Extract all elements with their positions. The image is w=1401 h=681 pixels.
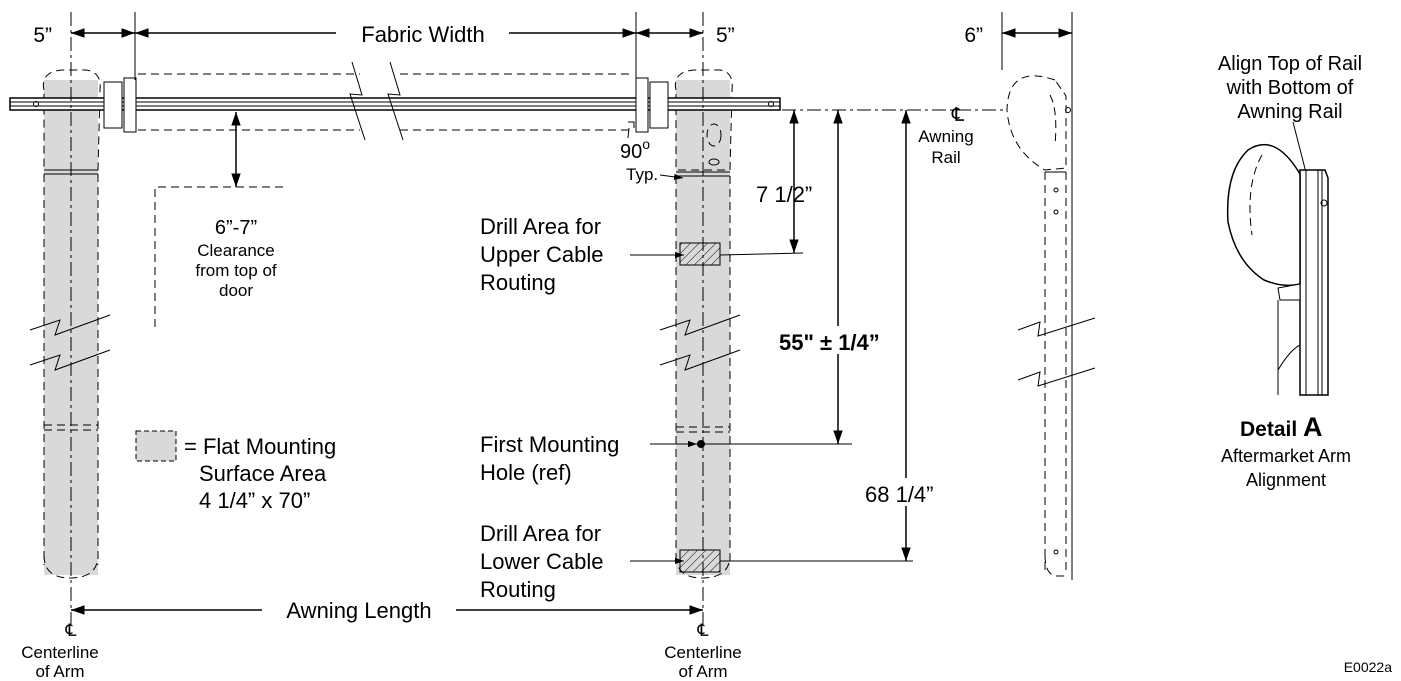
lower-drill-text-1: Drill Area for <box>480 521 601 546</box>
upper-drop-label: 7 1/2” <box>756 182 812 207</box>
clearance-text-1: Clearance <box>197 241 275 260</box>
left-arm <box>29 69 111 579</box>
left-cl-symbol: ℄ <box>65 621 77 640</box>
vertical-dimensions: 7 1/2” 55" ± 1/4” 68 1/4” <box>756 109 1005 561</box>
legend-text-3: 4 1/4” x 70” <box>199 488 310 513</box>
roller-break-right <box>387 61 404 141</box>
side-view: 6” <box>964 12 1096 580</box>
legend-text-2: Surface Area <box>199 461 327 486</box>
legend-swatch <box>135 430 177 462</box>
lower-drill-callout: Drill Area for Lower Cable Routing <box>480 521 913 602</box>
total-height-label: 68 1/4” <box>865 482 934 507</box>
upper-drill-text-3: Routing <box>480 270 556 295</box>
right-centerline-text-1: Centerline <box>664 643 742 662</box>
right-cl-symbol: ℄ <box>697 621 709 640</box>
first-hole-text-1: First Mounting <box>480 432 619 457</box>
door-outline <box>154 186 283 327</box>
side-arm-head <box>1006 75 1067 171</box>
fabric-width-label: Fabric Width <box>361 22 484 47</box>
first-hole-text-2: Hole (ref) <box>480 460 572 485</box>
right-arm <box>659 69 741 579</box>
detail-caption-2: Alignment <box>1246 470 1326 490</box>
first-hole-callout: First Mounting Hole (ref) <box>480 432 852 485</box>
angle-value: 90o <box>620 136 650 163</box>
angle-typ: Typ. <box>626 165 658 184</box>
detail-title: Detail A <box>1240 412 1323 442</box>
upper-drill-text-1: Drill Area for <box>480 214 601 239</box>
detail-arm-head <box>1226 143 1301 287</box>
drawing-id: E0022a <box>1344 659 1392 675</box>
clearance-dimension: 6”-7” Clearance from top of door <box>154 112 283 327</box>
awning-rail-text-1: Awning <box>918 127 973 146</box>
upper-drill-area <box>679 242 721 266</box>
right-centerline-text-2: of Arm <box>678 662 727 681</box>
lower-drill-area <box>679 549 721 573</box>
detail-caption-1: Aftermarket Arm <box>1221 446 1351 466</box>
first-mounting-hole <box>697 440 705 448</box>
upper-drill-callout: Drill Area for Upper Cable Routing <box>480 214 804 295</box>
awning-rail-cl-symbol: ℄ <box>951 105 965 126</box>
centerline-labels: ℄ Centerline of Arm ℄ Centerline of Arm <box>21 621 742 681</box>
awning-rail-centerline-label: ℄ Awning Rail <box>918 105 973 167</box>
awning-length-label: Awning Length <box>286 598 431 623</box>
roller-break-left <box>349 61 366 141</box>
detail-a: Align Top of Rail with Bottom of Awning … <box>1218 53 1362 490</box>
upper-drill-text-2: Upper Cable <box>480 242 604 267</box>
left-centerline-text-2: of Arm <box>35 662 84 681</box>
clearance-text-3: door <box>219 281 253 300</box>
angle-callout: 90o Typ. <box>620 121 684 184</box>
left-arm-offset-label: 5” <box>33 24 52 47</box>
legend: = Flat Mounting Surface Area 4 1/4” x 70… <box>135 430 336 513</box>
awning-rail-text-2: Rail <box>931 148 960 167</box>
right-arm-offset-label: 5” <box>716 24 735 47</box>
clearance-text-2: from top of <box>195 261 277 280</box>
awning-length-dimension: Awning Length <box>71 598 703 623</box>
detail-note-2: with Bottom of <box>1226 77 1354 99</box>
clearance-value: 6”-7” <box>215 217 257 239</box>
detail-note-3: Awning Rail <box>1237 101 1342 123</box>
legend-text-1: = Flat Mounting <box>184 434 336 459</box>
left-centerline-text-1: Centerline <box>21 643 99 662</box>
fabric-roller <box>103 61 669 141</box>
side-offset-label: 6” <box>964 24 983 47</box>
detail-note-1: Align Top of Rail <box>1218 53 1362 75</box>
top-dimensions: 5” Fabric Width 5” <box>33 22 734 47</box>
lower-drill-text-3: Routing <box>480 577 556 602</box>
lower-drill-text-2: Lower Cable <box>480 549 604 574</box>
mount-hole-height-label: 55" ± 1/4” <box>779 330 880 355</box>
